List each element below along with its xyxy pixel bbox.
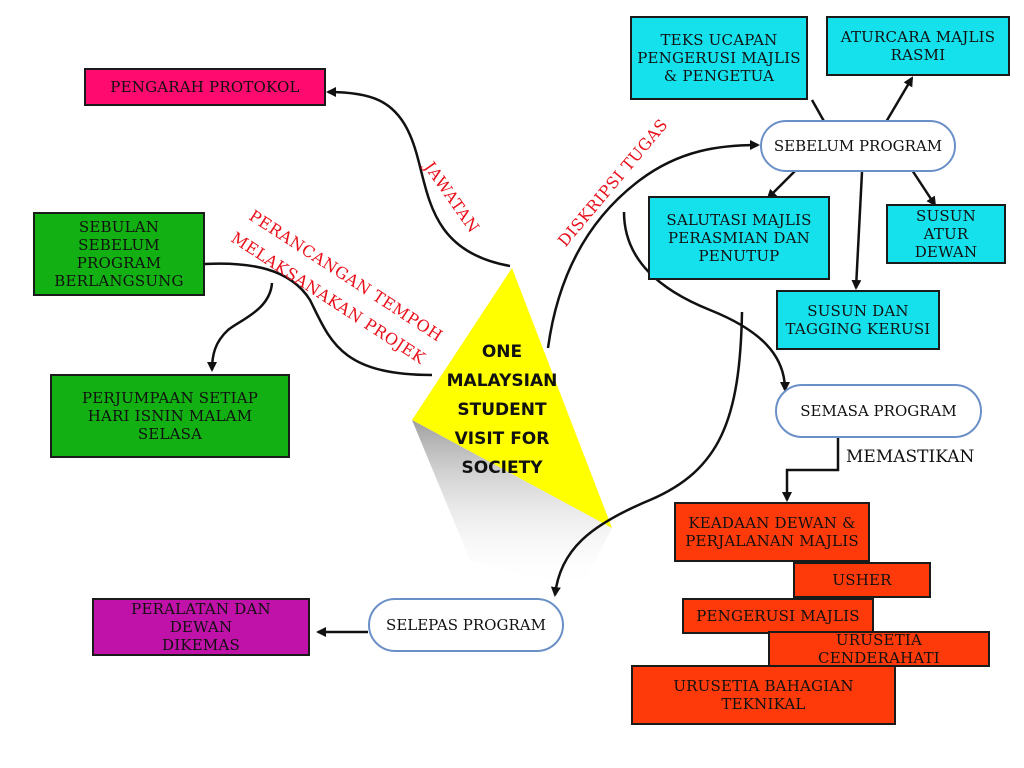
- oval-semasa-program: SEMASA PROGRAM: [775, 384, 982, 438]
- connector-susunatur: [910, 169, 937, 207]
- connector-selepas: [550, 311, 744, 597]
- connector-memastikan: [782, 438, 840, 502]
- box-peralatan: PERALATAN DAN DEWAN DIKEMAS: [92, 598, 310, 656]
- center-triangle-shadow: [412, 420, 612, 590]
- box-aturcara: ATURCARA MAJLIS RASMI: [826, 16, 1010, 76]
- box-urusetia-cenderahati: URUSETIA CENDERAHATI: [768, 631, 990, 667]
- oval-sebelum-program: SEBELUM PROGRAM: [760, 120, 956, 172]
- box-keadaan-dewan: KEADAAN DEWAN & PERJALANAN MAJLIS: [674, 502, 870, 562]
- connector-semasa: [622, 211, 790, 392]
- connector-tagging: [851, 171, 864, 290]
- box-salutasi: SALUTASI MAJLIS PERASMIAN DAN PENUTUP: [648, 196, 830, 280]
- connector-jawatan: [326, 87, 511, 268]
- connector-perjumpaan: [207, 282, 274, 372]
- connector-aturcara: [884, 76, 914, 123]
- connector-salutasi: [766, 169, 797, 200]
- connector-diskripsi: [546, 140, 760, 349]
- box-susun-tagging: SUSUN DAN TAGGING KERUSI: [776, 290, 940, 350]
- box-usher: USHER: [793, 562, 931, 598]
- box-teks-ucapan: TEKS UCAPAN PENGERUSI MAJLIS & PENGETUA: [630, 16, 808, 100]
- box-perjumpaan: PERJUMPAAN SETIAP HARI ISNIN MALAM SELAS…: [50, 374, 290, 458]
- box-urusetia-teknikal: URUSETIA BAHAGIAN TEKNIKAL: [631, 665, 896, 725]
- box-susun-atur: SUSUN ATUR DEWAN: [886, 204, 1006, 264]
- label-memastikan: MEMASTIKAN: [846, 447, 975, 467]
- box-sebulan-sebelum: SEBULAN SEBELUM PROGRAM BERLANGSUNG: [33, 212, 205, 296]
- oval-selepas-program: SELEPAS PROGRAM: [368, 598, 564, 652]
- box-pengerusi-majlis: PENGERUSI MAJLIS: [682, 598, 874, 634]
- connector-perancangan: [204, 262, 433, 377]
- center-title: ONE MALAYSIAN STUDENT VISIT FOR SOCIETY: [446, 342, 558, 478]
- box-pengarah-protokol: PENGARAH PROTOKOL: [84, 68, 326, 106]
- center-triangle: [412, 268, 612, 528]
